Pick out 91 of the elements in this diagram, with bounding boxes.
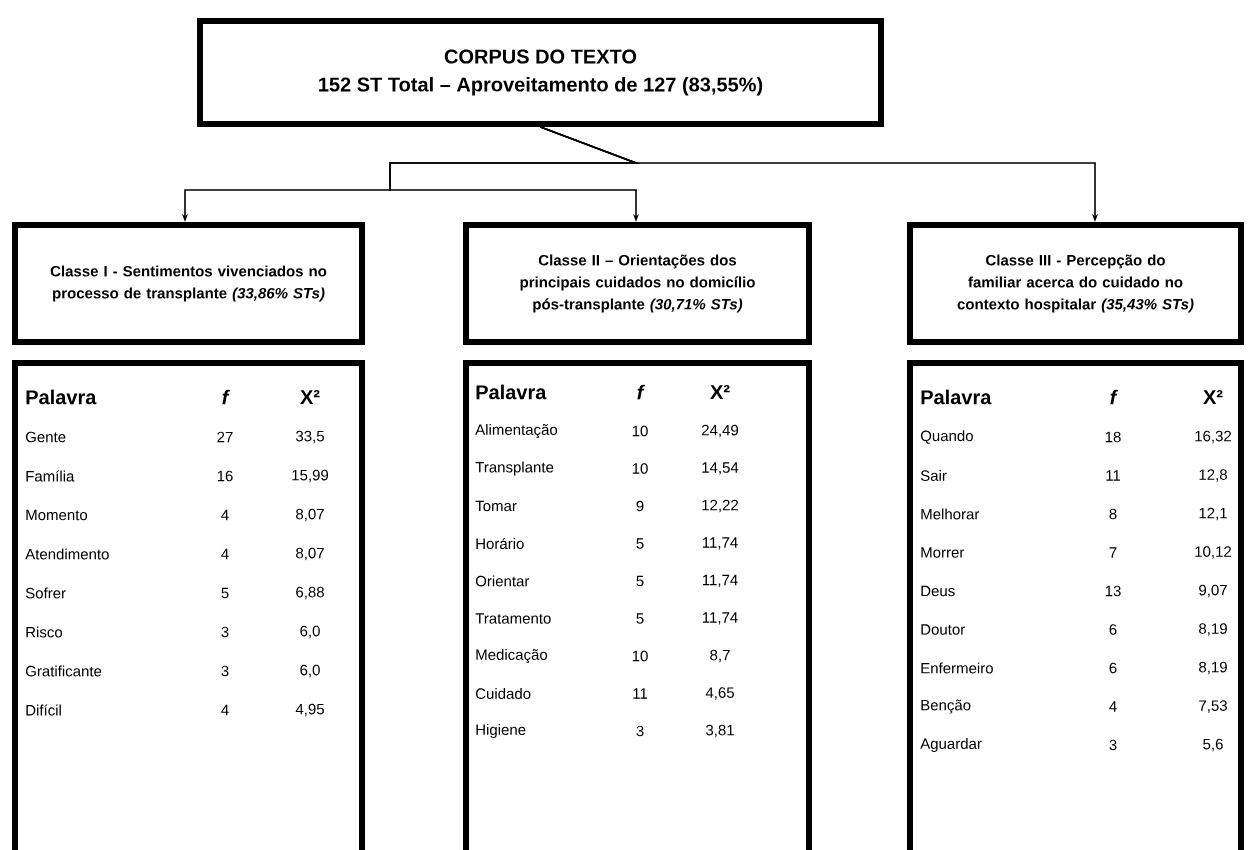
frequency-value: 5	[636, 575, 644, 587]
word-label: Higiene	[476, 724, 526, 738]
frequency-value: 27	[217, 431, 233, 443]
chi-square-value: 5,6	[1203, 738, 1223, 752]
frequency-value: 3	[1109, 739, 1117, 751]
chi-square-value: 12,8	[1199, 469, 1227, 482]
word-label: Orientar	[475, 575, 530, 587]
column-header: Palavra	[26, 389, 97, 405]
chi-square-value: 12,1	[1199, 507, 1227, 521]
word-label: Gratificante	[25, 665, 102, 677]
chi-square-value: 24,49	[702, 424, 739, 438]
word-label: Alimentação	[475, 423, 558, 438]
frequency-value: 16	[217, 470, 233, 482]
column-header: X²	[710, 385, 730, 399]
frequency-value: 3	[636, 725, 644, 737]
chi-square-value: 9,07	[1199, 584, 1227, 598]
chi-square-value: 4,95	[295, 703, 324, 717]
word-label: Sair	[920, 470, 947, 481]
class-box: Classe I - Sentimentos vivenciados no processo de transplante (33,86% STs)	[12, 222, 365, 345]
word-label: Família	[26, 470, 75, 482]
frequency-value: 6	[1109, 662, 1117, 674]
class-box: Classe III - Percepção do familiar acerca do cuidado no contexto hospitalar (35,43% STs)	[907, 222, 1244, 345]
column-header: f	[222, 389, 230, 405]
chi-square-value: 33,5	[295, 430, 324, 444]
chi-square-value: 8,19	[1199, 623, 1227, 636]
column-header: f	[637, 384, 645, 400]
word-label: Morrer	[921, 547, 965, 558]
column-header: X²	[1203, 390, 1223, 404]
chi-square-value: 8,07	[296, 508, 324, 522]
word-label: Benção	[921, 699, 971, 714]
column-header: f	[1110, 389, 1118, 405]
chi-square-value: 8,07	[296, 547, 324, 561]
frequency-value: 3	[221, 665, 229, 677]
chi-square-value: 11,74	[702, 537, 738, 550]
word-label: Aguardar	[920, 738, 982, 752]
frequency-value: 4	[1109, 701, 1117, 712]
word-label: Atendimento	[25, 548, 109, 560]
frequency-value: 6	[1109, 624, 1117, 635]
frequency-value: 10	[632, 650, 648, 662]
frequency-value: 5	[636, 613, 644, 624]
word-label: Cuidado	[476, 688, 531, 699]
class-box: Classe II – Orientações dos principais cuidados no domicílio pós-transplante (30,71% STs)	[463, 222, 812, 345]
frequency-value: 4	[221, 509, 229, 521]
frequency-value: 5	[221, 587, 229, 599]
chi-square-value: 8,7	[710, 649, 730, 663]
frequency-value: 13	[1105, 585, 1121, 597]
word-label: Deus	[921, 585, 955, 597]
word-label: Enfermeiro	[921, 662, 993, 674]
frequency-value: 11	[1106, 470, 1121, 481]
word-label: Quando	[920, 430, 973, 444]
chi-square-value: 11,74	[702, 574, 738, 588]
chi-square-value: 15,99	[292, 469, 329, 483]
word-label: Gente	[25, 431, 66, 443]
frequency-value: 5	[636, 538, 644, 549]
frequency-value: 9	[636, 500, 644, 512]
word-label: Tratamento	[475, 613, 551, 624]
frequency-value: 4	[221, 548, 229, 560]
word-label: Horário	[476, 537, 524, 550]
column-header: Palavra	[921, 389, 992, 405]
word-label: Medicação	[476, 648, 548, 663]
frequency-value: 10	[632, 425, 648, 437]
frequency-value: 11	[633, 688, 648, 699]
word-label: Risco	[26, 626, 63, 638]
word-label: Sofrer	[25, 587, 66, 599]
corpus-box: CORPUS DO TEXTO 152 ST Total – Aproveitamento de 127 (83,55%)	[197, 18, 884, 127]
column-header: Palavra	[476, 384, 547, 400]
chi-square-value: 4,65	[705, 687, 734, 700]
frequency-value: 18	[1105, 431, 1121, 443]
frequency-value: 10	[632, 463, 648, 474]
word-label: Momento	[26, 509, 88, 521]
chi-square-value: 6,0	[300, 625, 320, 639]
frequency-value: 4	[221, 704, 229, 716]
chi-square-value: 7,53	[1199, 700, 1227, 713]
frequency-value: 7	[1109, 547, 1117, 558]
chi-square-value: 10,12	[1195, 546, 1231, 559]
chi-square-value: 6,88	[296, 586, 324, 600]
word-label: Difícil	[26, 704, 61, 716]
word-label: Transplante	[475, 461, 554, 476]
chi-square-value: 11,74	[702, 612, 738, 625]
chi-square-value: 14,54	[702, 462, 739, 475]
frequency-value: 8	[1109, 508, 1117, 520]
chi-square-value: 3,81	[705, 724, 734, 738]
word-label: Melhorar	[921, 508, 980, 520]
word-label: Doutor	[921, 624, 965, 635]
column-header: X²	[300, 390, 320, 404]
frequency-value: 3	[221, 626, 229, 638]
chi-square-value: 16,32	[1195, 430, 1231, 444]
chi-square-value: 12,22	[702, 499, 738, 513]
word-label: Tomar	[475, 500, 517, 512]
chi-square-value: 6,0	[300, 664, 320, 678]
chi-square-value: 8,19	[1199, 661, 1227, 675]
